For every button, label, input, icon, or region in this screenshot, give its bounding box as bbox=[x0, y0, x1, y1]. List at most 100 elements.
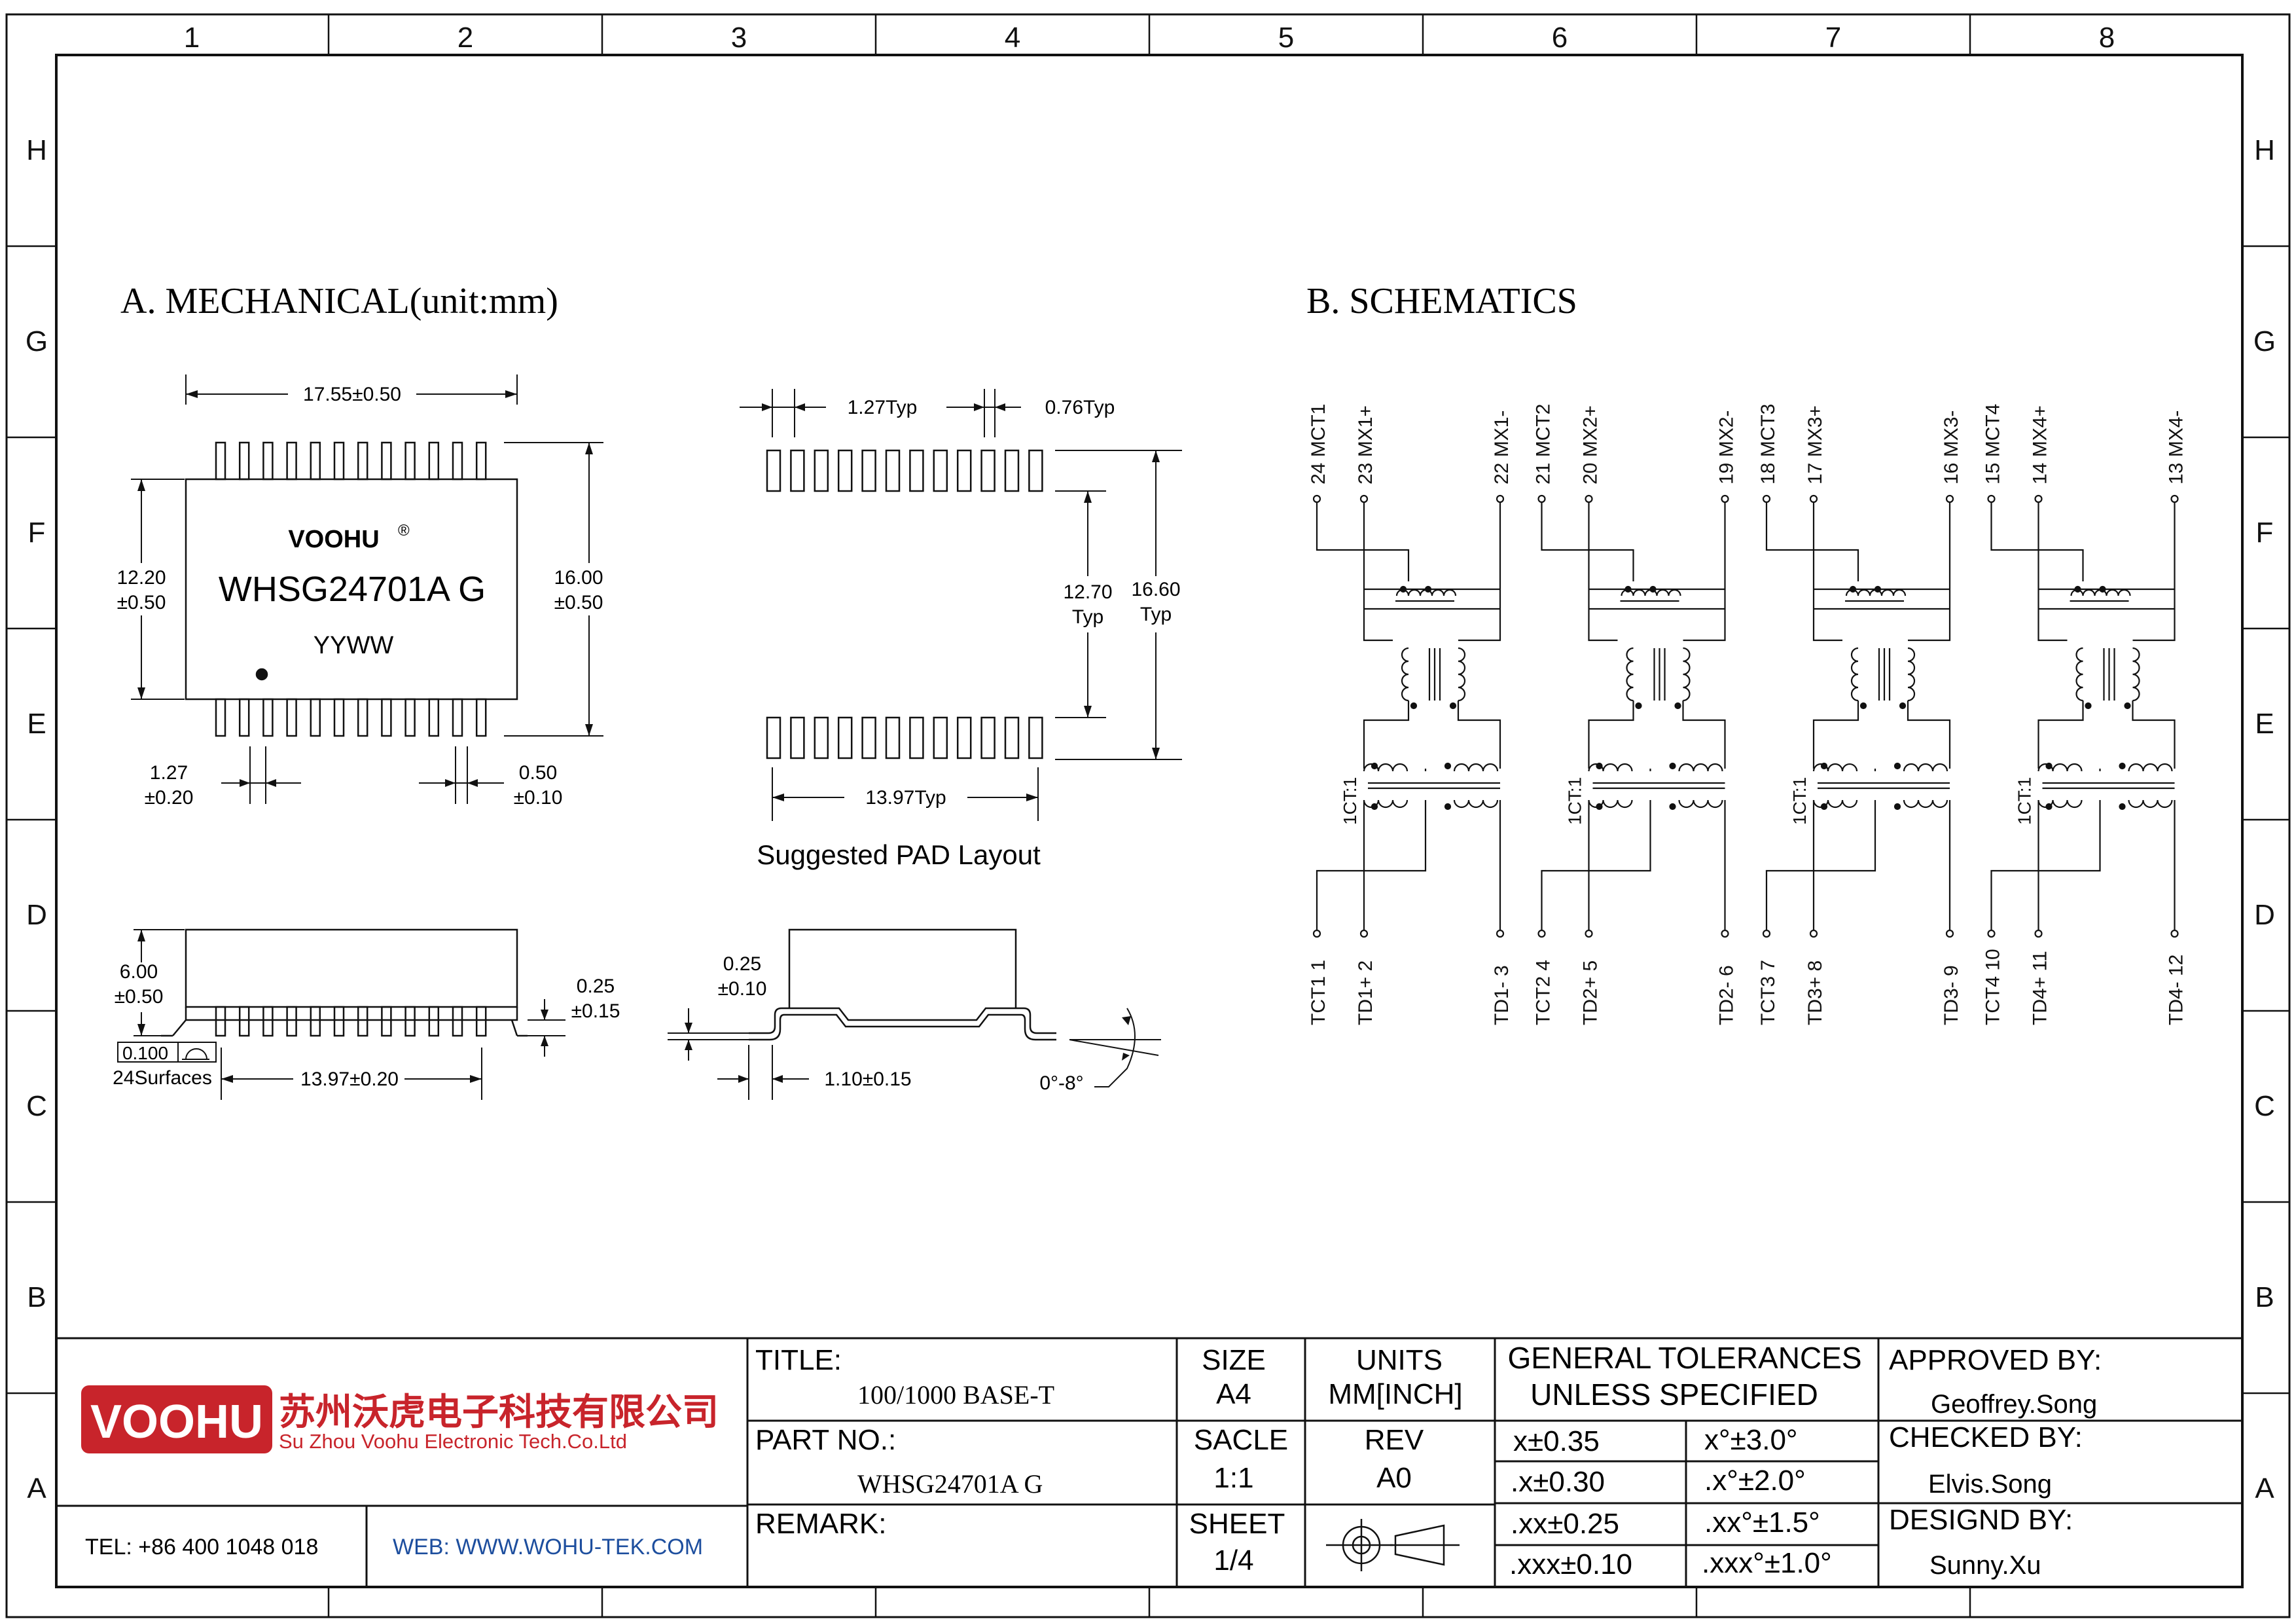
pad bbox=[861, 716, 876, 759]
top-view-leads bbox=[215, 441, 487, 481]
units-value: MM[INCH] bbox=[1328, 1378, 1462, 1410]
logo-badge bbox=[81, 1385, 272, 1453]
row-label: D bbox=[26, 899, 47, 931]
pad bbox=[861, 449, 876, 492]
lead bbox=[428, 441, 440, 481]
lead-profile bbox=[749, 928, 1056, 1041]
pad bbox=[909, 716, 924, 759]
pin-terminal bbox=[1762, 929, 1771, 938]
pad-inner-span-typ: Typ bbox=[1072, 606, 1103, 628]
tolerance-linear: x±0.35 bbox=[1513, 1425, 1600, 1457]
pin-label: 21 MCT2 bbox=[1533, 404, 1554, 484]
tolerance-linear: .x±0.30 bbox=[1511, 1466, 1605, 1498]
part-value: WHSG24701A G bbox=[857, 1469, 1043, 1499]
pad bbox=[814, 716, 829, 759]
row-label: B bbox=[27, 1281, 46, 1313]
row-label: D bbox=[2254, 899, 2275, 931]
dimension-arrows bbox=[137, 390, 593, 787]
pin-terminal bbox=[1496, 494, 1505, 503]
scale-label: SACLE bbox=[1194, 1424, 1288, 1456]
pin-terminal bbox=[1987, 929, 1996, 938]
lead bbox=[357, 1006, 368, 1037]
pin-label: 18 MCT3 bbox=[1757, 404, 1779, 484]
lead bbox=[310, 441, 321, 481]
schematic-channel-2 bbox=[1537, 494, 1729, 938]
top-view-leads bbox=[215, 698, 487, 737]
schematics-heading: B. SCHEMATICS bbox=[1306, 281, 1577, 321]
mechanical-heading: A. MECHANICAL(unit:mm) bbox=[120, 281, 558, 321]
lead bbox=[381, 1006, 392, 1037]
schematic-channel-3 bbox=[1762, 494, 1954, 938]
lead-profile-dimensions bbox=[668, 1008, 1161, 1100]
column-label: 7 bbox=[1825, 22, 1841, 54]
pads-upper-row bbox=[766, 449, 1043, 492]
pin-terminal bbox=[1585, 494, 1593, 503]
pad bbox=[980, 449, 996, 492]
pin-terminal bbox=[2034, 494, 2043, 503]
transformer-ratio: 1CT:1 bbox=[1565, 777, 1585, 825]
pad bbox=[956, 716, 972, 759]
size-label: SIZE bbox=[1202, 1344, 1266, 1376]
pin-terminal bbox=[2034, 929, 2043, 938]
dim-pitch-tol: ±0.20 bbox=[145, 787, 194, 809]
pin-label: TD3- 9 bbox=[1941, 965, 1962, 1025]
title-block-size-scale: SIZE A4 UNITS MM[INCH] SACLE 1:1 REV A0 … bbox=[1189, 1344, 1463, 1577]
dim-standoff-tol: ±0.15 bbox=[571, 1000, 620, 1022]
transformer-ratio: 1CT:1 bbox=[1789, 777, 1810, 825]
pin-label: TD2- 6 bbox=[1716, 965, 1738, 1025]
tolerance-subheading: UNLESS SPECIFIED bbox=[1530, 1377, 1818, 1412]
pin-terminal bbox=[1809, 929, 1818, 938]
tolerance-linear: .xx±0.25 bbox=[1511, 1508, 1619, 1540]
pad bbox=[1004, 716, 1020, 759]
pad bbox=[1028, 449, 1043, 492]
pin-label: 13 MX4- bbox=[2166, 410, 2187, 484]
pad bbox=[933, 716, 948, 759]
company-website[interactable]: WEB: WWW.WOHU-TEK.COM bbox=[393, 1535, 703, 1559]
pad-outer-span-typ: Typ bbox=[1140, 604, 1172, 625]
size-value: A4 bbox=[1216, 1378, 1251, 1410]
frame-labels: 1 2 3 4 5 6 7 8 H G F E D C B A H G F E … bbox=[26, 22, 2276, 1504]
lead bbox=[381, 441, 392, 481]
sheet-label: SHEET bbox=[1189, 1508, 1285, 1540]
pin-terminal bbox=[1312, 494, 1321, 503]
side-view-leads bbox=[215, 1006, 487, 1037]
lead bbox=[357, 441, 368, 481]
lead bbox=[286, 698, 297, 737]
pad bbox=[956, 449, 972, 492]
schematic-channel-4 bbox=[1987, 494, 2179, 938]
side-view-dimension-labels: 6.00 ±0.50 0.25 ±0.15 0.100 24Surfaces 1… bbox=[113, 961, 620, 1090]
lead bbox=[286, 1006, 297, 1037]
pad bbox=[766, 716, 781, 759]
approved-value: Geoffrey.Song bbox=[1931, 1390, 2097, 1419]
pin-label: 14 MX4+ bbox=[2030, 405, 2051, 484]
coplanarity-surfaces: 24Surfaces bbox=[113, 1067, 212, 1089]
dimension-arrows bbox=[762, 403, 1160, 801]
lead bbox=[238, 698, 250, 737]
pin-label: 24 MCT1 bbox=[1308, 404, 1329, 484]
pin-label: 15 MCT4 bbox=[1982, 404, 2004, 484]
scale-value: 1:1 bbox=[1213, 1462, 1253, 1494]
pin-label: 20 MX2+ bbox=[1580, 405, 1602, 484]
pads-lower-row bbox=[766, 716, 1043, 759]
tolerances: GENERAL TOLERANCES UNLESS SPECIFIED bbox=[1507, 1341, 1861, 1412]
dim-height: 6.00 bbox=[120, 961, 158, 983]
dim-overall: 16.00 bbox=[554, 567, 603, 589]
top-view-dimension-labels: 17.55±0.50 12.20 ±0.50 16.00 ±0.50 1.27 … bbox=[117, 384, 603, 809]
row-label: E bbox=[27, 708, 46, 740]
pin-label: TCT4 10 bbox=[1982, 949, 2004, 1025]
dim-lead-width-tol: ±0.10 bbox=[514, 787, 563, 809]
pin-label: TD3+ 8 bbox=[1804, 960, 1826, 1025]
sheet-frame bbox=[5, 13, 2291, 1618]
top-view bbox=[185, 441, 518, 737]
row-label: F bbox=[28, 517, 46, 549]
title-label: TITLE: bbox=[755, 1344, 842, 1376]
pad bbox=[933, 449, 948, 492]
side-view bbox=[161, 928, 528, 1037]
row-label: H bbox=[2254, 134, 2275, 166]
pin-terminal bbox=[1945, 929, 1954, 938]
pin-label: TD1+ 2 bbox=[1355, 960, 1376, 1025]
company-logo: VOOHU bbox=[81, 1385, 272, 1453]
lead bbox=[333, 1006, 345, 1037]
lead bbox=[381, 698, 392, 737]
